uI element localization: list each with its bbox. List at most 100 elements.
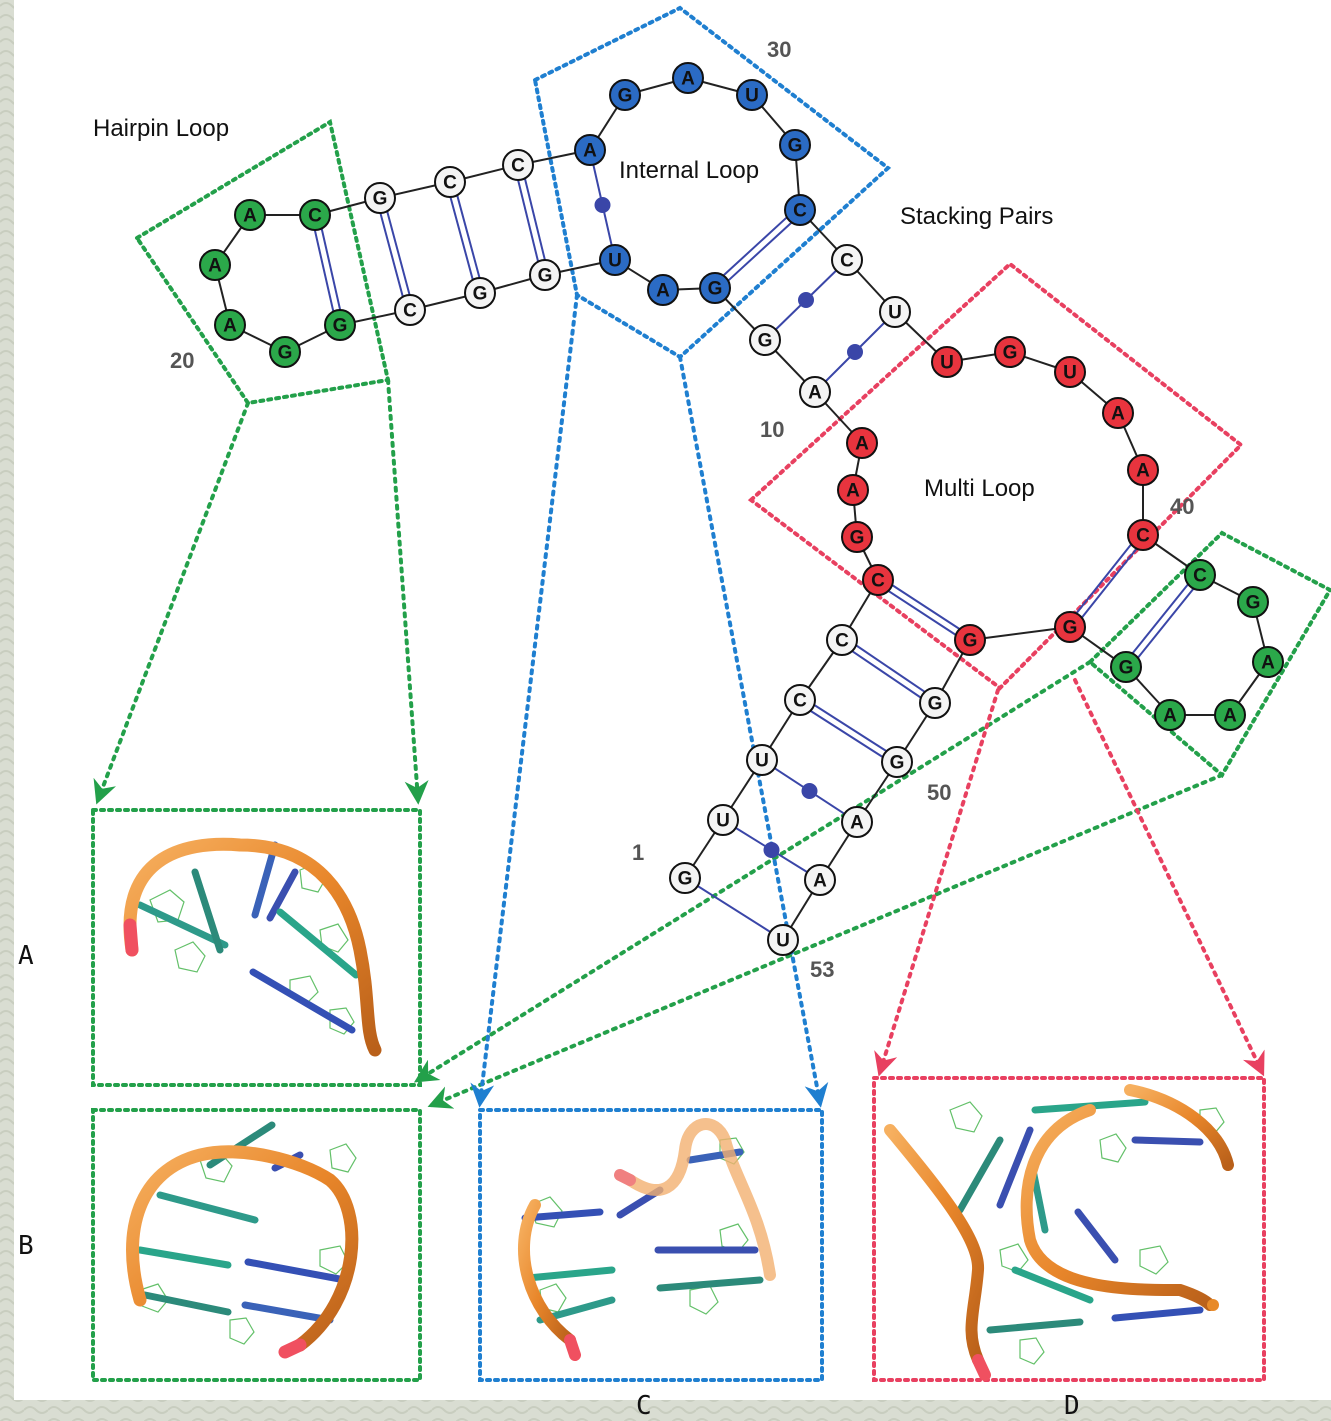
- nucleotide-44: A: [1214, 699, 1246, 731]
- panel-d-structure: [884, 1084, 1234, 1381]
- base-pair-4-50: [810, 704, 887, 758]
- nucleotide-circle: [749, 324, 781, 356]
- nucleotide-base-letter: G: [708, 279, 723, 300]
- nucleotide-base-letter: G: [963, 631, 978, 652]
- nucleotide-base-letter: G: [850, 528, 865, 549]
- nucleotide-base-letter: G: [1063, 618, 1078, 639]
- nucleotide-circle: [779, 129, 811, 161]
- base-pair-40-47: [1075, 543, 1138, 619]
- nucleotide-16: G: [464, 277, 496, 309]
- nucleotide-base-letter: A: [813, 871, 827, 892]
- nucleotide-21: A: [199, 249, 231, 281]
- nucleotide-circle: [841, 521, 873, 553]
- nucleotide-circle: [502, 149, 534, 181]
- position-number-50: 50: [927, 780, 951, 805]
- base-pair-18-23: [313, 228, 342, 312]
- nucleotide-circle: [736, 79, 768, 111]
- nucleotide-circle: [199, 249, 231, 281]
- projection-line: [427, 773, 1224, 1109]
- nucleotide-base-letter: G: [1003, 343, 1018, 364]
- nucleotide-circle: [837, 474, 869, 506]
- base-pair-bond: [813, 704, 887, 752]
- nucleotide-circle: [707, 804, 739, 836]
- nucleotide-14: U: [599, 244, 631, 276]
- nucleotide-base-letter: A: [846, 481, 860, 502]
- panel-d-box: [872, 1076, 1266, 1382]
- nucleotide-base-letter: U: [1063, 363, 1077, 384]
- nucleotide-base-letter: C: [793, 691, 807, 712]
- base-pair-17-24: [379, 211, 411, 297]
- nucleotide-base-letter: C: [1193, 566, 1207, 587]
- base-pair-11-33: [775, 269, 837, 331]
- nucleotide-base-letter: U: [940, 353, 954, 374]
- position-number-30: 30: [767, 37, 791, 62]
- nucleotide-base-letter: A: [1136, 461, 1150, 482]
- nucleotide-35: U: [931, 346, 963, 378]
- nucleotide-27: A: [574, 134, 606, 166]
- nucleotide-circle: [464, 277, 496, 309]
- nucleotide-base-letter: C: [793, 201, 807, 222]
- nucleotide-circle: [529, 259, 561, 291]
- multi-loop-region: [747, 261, 1245, 691]
- base-pair-bond: [727, 221, 792, 282]
- nucleotide-33: C: [831, 244, 863, 276]
- nucleotide-50: G: [881, 746, 913, 778]
- nucleotide-base-letter: G: [473, 284, 488, 305]
- projection-line: [93, 401, 250, 805]
- nucleotide-circle: [699, 272, 731, 304]
- nucleotide-3: U: [746, 744, 778, 776]
- base-pair-14-27: [592, 164, 613, 246]
- base-pair-6-48: [888, 584, 960, 636]
- nucleotide-30: U: [736, 79, 768, 111]
- nucleotide-24: G: [364, 182, 396, 214]
- nucleotide-base-letter: G: [890, 753, 905, 774]
- nucleotide-circle: [669, 862, 701, 894]
- nucleotide-circle: [672, 62, 704, 94]
- nucleotide-circle: [804, 864, 836, 896]
- base-pair-bond: [386, 211, 411, 295]
- base-pair-bond: [313, 230, 335, 312]
- nucleotide-base-letter: A: [681, 69, 695, 90]
- nucleotide-49: G: [919, 687, 951, 719]
- base-pair-16-25: [449, 195, 481, 280]
- nucleotide-31: G: [779, 129, 811, 161]
- nucleotide-8: A: [837, 474, 869, 506]
- nucleotide-circle: [862, 564, 894, 596]
- base-pair-3-51: [774, 767, 845, 815]
- nucleotide-base-letter: A: [223, 316, 237, 337]
- nucleotide-26: C: [502, 149, 534, 181]
- nucleotide-circle: [799, 376, 831, 408]
- nucleotide-22: A: [234, 199, 266, 231]
- nucleotide-circle: [609, 79, 641, 111]
- panel-label-d: D: [1064, 1391, 1080, 1421]
- nucleotide-23: C: [299, 199, 331, 231]
- nucleotide-base-letter: C: [403, 301, 417, 322]
- nucleotide-12: G: [699, 272, 731, 304]
- position-number-20: 20: [170, 348, 194, 373]
- panel-label-b: B: [18, 1231, 34, 1261]
- base-pair-5-49: [851, 644, 926, 699]
- nucleotide-base-letter: G: [928, 694, 943, 715]
- wobble-pair-dot: [594, 197, 611, 213]
- nucleotide-circle: [1102, 397, 1134, 429]
- nucleotide-base-letter: C: [308, 206, 322, 227]
- nucleotide-circle: [994, 336, 1026, 368]
- nucleotide-base-letter: A: [656, 281, 670, 302]
- panel-c-box: [478, 1108, 824, 1382]
- nucleotide-13: A: [647, 274, 679, 306]
- nucleotide-7: G: [841, 521, 873, 553]
- projection-line: [413, 660, 1092, 1083]
- base-pair-bond: [379, 213, 404, 297]
- nucleotide-circle: [1110, 651, 1142, 683]
- base-pair-bond: [851, 650, 922, 699]
- base-pair-bond: [888, 590, 957, 636]
- nucleotide-53: U: [767, 924, 799, 956]
- nucleotide-29: A: [672, 62, 704, 94]
- nucleotide-base-letter: U: [888, 303, 902, 324]
- base-pair-bond: [697, 885, 771, 933]
- nucleotide-base-letter: A: [1261, 653, 1275, 674]
- nucleotide-circle: [954, 624, 986, 656]
- nucleotide-25: C: [434, 166, 466, 198]
- wobble-pair-dot: [847, 344, 863, 360]
